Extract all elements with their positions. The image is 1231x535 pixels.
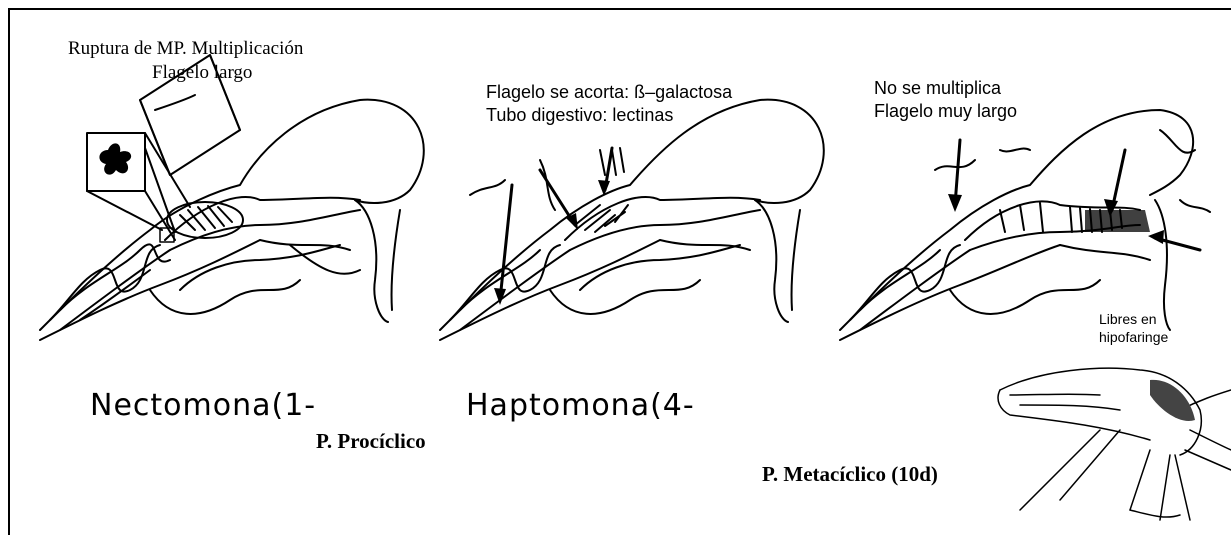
label-flagelo-acorta: Flagelo se acorta: ß–galactosa bbox=[486, 82, 732, 103]
sandfly-inset bbox=[998, 368, 1231, 520]
label-ruptura: Ruptura de MP. Multiplicación bbox=[68, 38, 303, 60]
sandfly-gut-3 bbox=[840, 110, 1210, 340]
sandfly-gut-2 bbox=[440, 100, 824, 340]
label-prociclico: P. Procíclico bbox=[316, 429, 426, 454]
label-nectomona: Nectomona(1- bbox=[90, 388, 316, 423]
label-hipofaringe: hipofaringe bbox=[1099, 329, 1168, 345]
label-metaciclico: P. Metacíclico (10d) bbox=[762, 462, 938, 487]
label-no-multiplica: No se multiplica bbox=[874, 78, 1001, 99]
label-libres-en: Libres en bbox=[1099, 311, 1157, 327]
label-haptomona: Haptomona(4- bbox=[466, 388, 695, 423]
label-flagelo-largo: Flagelo largo bbox=[152, 62, 252, 84]
label-flagelo-muy-largo: Flagelo muy largo bbox=[874, 101, 1017, 122]
sandfly-gut-1 bbox=[40, 55, 424, 340]
label-tubo-digestivo: Tubo digestivo: lectinas bbox=[486, 105, 673, 126]
